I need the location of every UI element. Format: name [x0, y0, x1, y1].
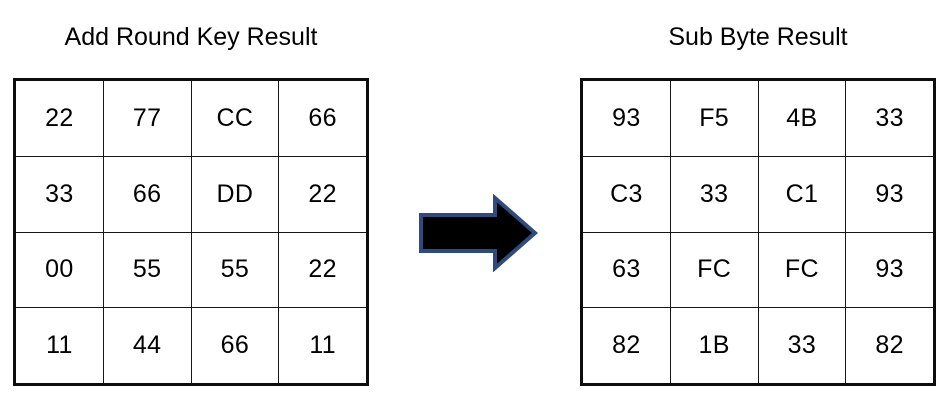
- table-row: 22 77 CC 66: [16, 81, 366, 157]
- grid-cell: 66: [308, 103, 337, 132]
- grid-cell: 33: [875, 103, 904, 132]
- grid-cell: 66: [192, 308, 280, 383]
- table-row: 93 F5 4B 33: [583, 81, 933, 157]
- grid-cell: 33: [671, 156, 759, 232]
- page-title-add-round-key: Add Round Key Result: [64, 23, 318, 51]
- grid-cell: 11: [16, 308, 104, 383]
- grid-cell: 93: [875, 255, 904, 284]
- page-title-sub-byte: Sub Byte Result: [668, 23, 848, 51]
- grid-cell: 1B: [671, 308, 759, 383]
- grid-cell: 33: [16, 156, 104, 232]
- grid-cell: 22: [16, 81, 104, 156]
- table-row: 00 55 55 22: [16, 232, 366, 309]
- grid-cell: 22: [308, 179, 337, 208]
- grid-cell: 55: [192, 232, 280, 308]
- table-row: 33 66 DD 22: [16, 156, 366, 233]
- grid-cell: 44: [104, 308, 192, 383]
- grid-cell: 82: [583, 308, 671, 383]
- grid-cell: DD: [192, 156, 280, 232]
- table-row: 82 1B 33 82: [583, 308, 933, 383]
- grid-cell: 82: [875, 331, 904, 360]
- grid-cell: FC: [759, 232, 847, 308]
- grid-cell: 93: [583, 81, 671, 156]
- grid-cell: 00: [16, 232, 104, 308]
- grid-cell: 11: [309, 331, 336, 360]
- grid-cell: 4B: [759, 81, 847, 156]
- table-row: C3 33 C1 93: [583, 156, 933, 233]
- sub-byte-state-grid: 93 F5 4B 33 C3 33 C1 93 63 FC FC 93 82 1…: [580, 78, 936, 386]
- grid-cell: 33: [759, 308, 847, 383]
- grid-cell: C1: [759, 156, 847, 232]
- add-round-key-state-grid: 22 77 CC 66 33 66 DD 22 00 55 55 22 11 4…: [13, 78, 369, 386]
- grid-cell: C3: [583, 156, 671, 232]
- table-row: 11 44 66 11: [16, 308, 366, 383]
- grid-cell: 63: [583, 232, 671, 308]
- grid-cell: FC: [671, 232, 759, 308]
- grid-cell: 55: [104, 232, 192, 308]
- grid-cell: CC: [192, 81, 280, 156]
- grid-cell: 66: [104, 156, 192, 232]
- right-arrow-icon: [418, 194, 538, 272]
- grid-cell: F5: [671, 81, 759, 156]
- grid-cell: 93: [875, 179, 904, 208]
- table-row: 63 FC FC 93: [583, 232, 933, 309]
- grid-cell: 77: [104, 81, 192, 156]
- grid-cell: 22: [308, 255, 337, 284]
